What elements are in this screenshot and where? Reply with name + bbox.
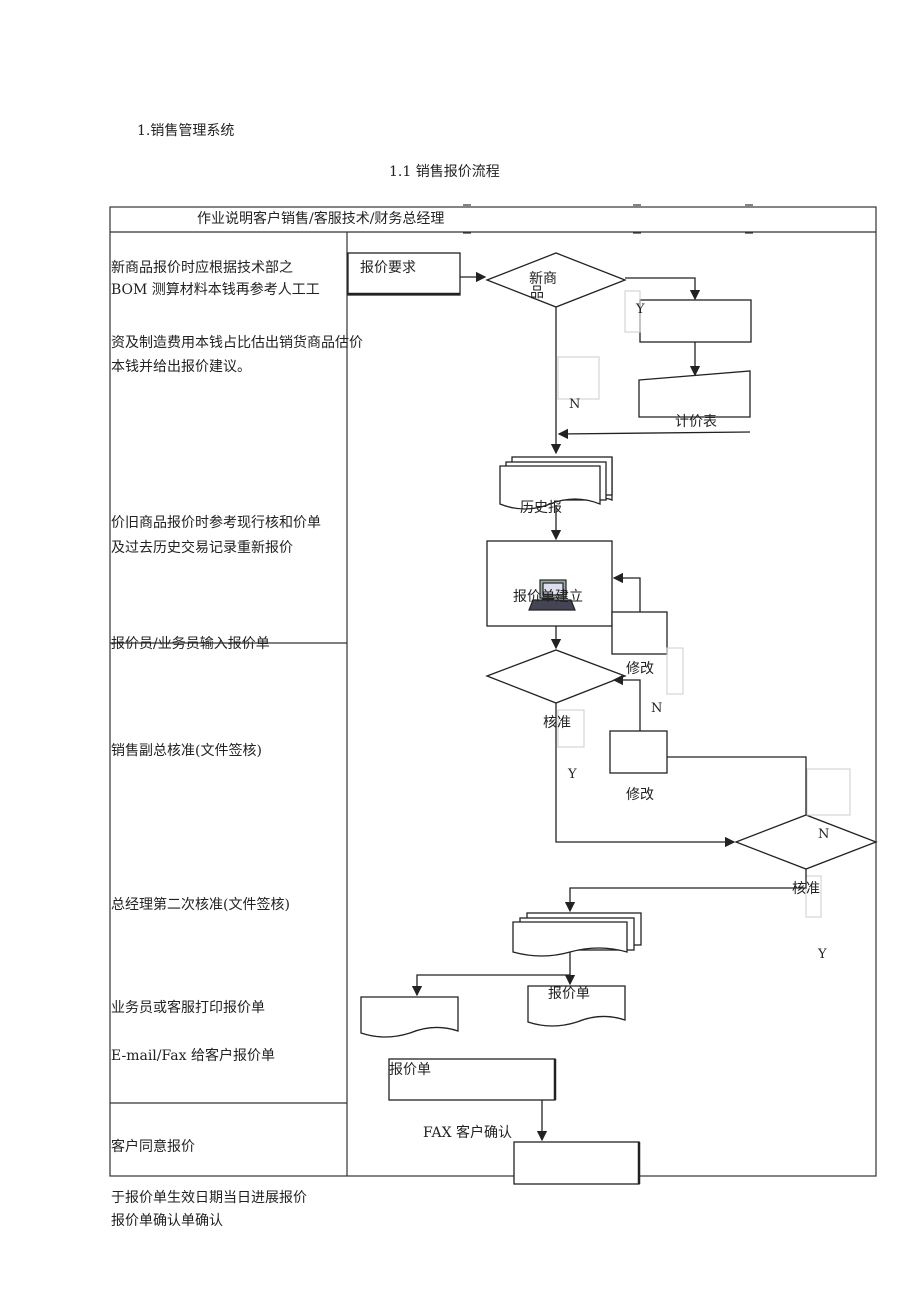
print-doc-left (360, 996, 459, 1038)
modify-label-2: 修改 (626, 787, 654, 803)
computer-icon (528, 579, 576, 611)
section-title: 1.销售管理系统 (137, 123, 235, 139)
modify-label-1: 修改 (626, 661, 654, 677)
approve-label-2: 核准 (792, 881, 820, 897)
modify-box-2 (609, 730, 668, 774)
new-product-decision (485, 252, 627, 308)
quote-create-label: 报价单建立 (513, 589, 583, 605)
desc-gm-approval: 总经理第二次核准(文件签核) (111, 897, 290, 913)
desc-agree: 客户同意报价 (111, 1139, 195, 1155)
quote-request-label: 报价要求 (360, 260, 416, 276)
new-product-label-2: 品 (530, 285, 544, 301)
subsection-title: 1.1 销售报价流程 (389, 164, 500, 180)
price-table-shape (638, 370, 751, 418)
quote-doc-stack (512, 921, 628, 957)
fax-confirm-label: FAX 客户确认 (423, 1125, 513, 1141)
email-box (388, 1058, 556, 1101)
history-document (499, 465, 601, 510)
modify-box-1 (611, 611, 668, 655)
quote-request-box (347, 252, 461, 296)
quote-sheet-label-2: 报价单 (389, 1062, 431, 1078)
no-label-3: N (818, 827, 830, 842)
history-label: 历史报 (520, 500, 562, 516)
desc-new-line-2: BOM 测算材料本钱再参考人工工 (111, 282, 320, 298)
yes-label-3: Y (818, 947, 827, 962)
new-product-label: 新商 (529, 271, 557, 287)
desc-old-line-2: 及过去历史交易记录重新报价 (111, 540, 293, 556)
table-border (109, 206, 877, 1177)
vp-approve-decision (485, 649, 627, 704)
quote-sheet-label-1: 报价单 (548, 986, 590, 1002)
confirm-box (513, 1141, 640, 1185)
yes-label-2: Y (568, 767, 577, 782)
desc-input: 报价员/业务员输入报价单 (111, 636, 270, 652)
gm-approve-decision (734, 814, 878, 870)
print-doc-right (527, 985, 626, 1027)
no-label-1: N (569, 397, 581, 412)
process-box (639, 299, 752, 343)
desc-vp-approval: 销售副总核准(文件签核) (111, 743, 262, 759)
footer-line-1: 于报价单生效日期当日进展报价 (111, 1190, 307, 1206)
desc-print: 业务员或客服打印报价单 (111, 1000, 265, 1016)
approve-label-1: 核准 (543, 715, 571, 731)
desc-new-line-3: 资及制造费用本钱占比估出销货商品估价 (111, 335, 363, 351)
no-label-2: N (651, 701, 663, 716)
price-table-label: 计价表 (675, 414, 717, 430)
yes-label-1: Y (636, 302, 645, 317)
footer-line-2: 报价单确认单确认 (111, 1213, 223, 1229)
desc-new-line-1: 新商品报价时应根据技术部之 (111, 260, 293, 276)
table-header: 作业说明客户销售/客服技术/财务总经理 (197, 211, 445, 227)
desc-new-line-4: 本钱并给出报价建议。 (111, 359, 251, 375)
desc-email: E-mail/Fax 给客户报价单 (111, 1048, 275, 1064)
desc-old-line-1: 价旧商品报价时参考现行核和价单 (111, 515, 321, 531)
